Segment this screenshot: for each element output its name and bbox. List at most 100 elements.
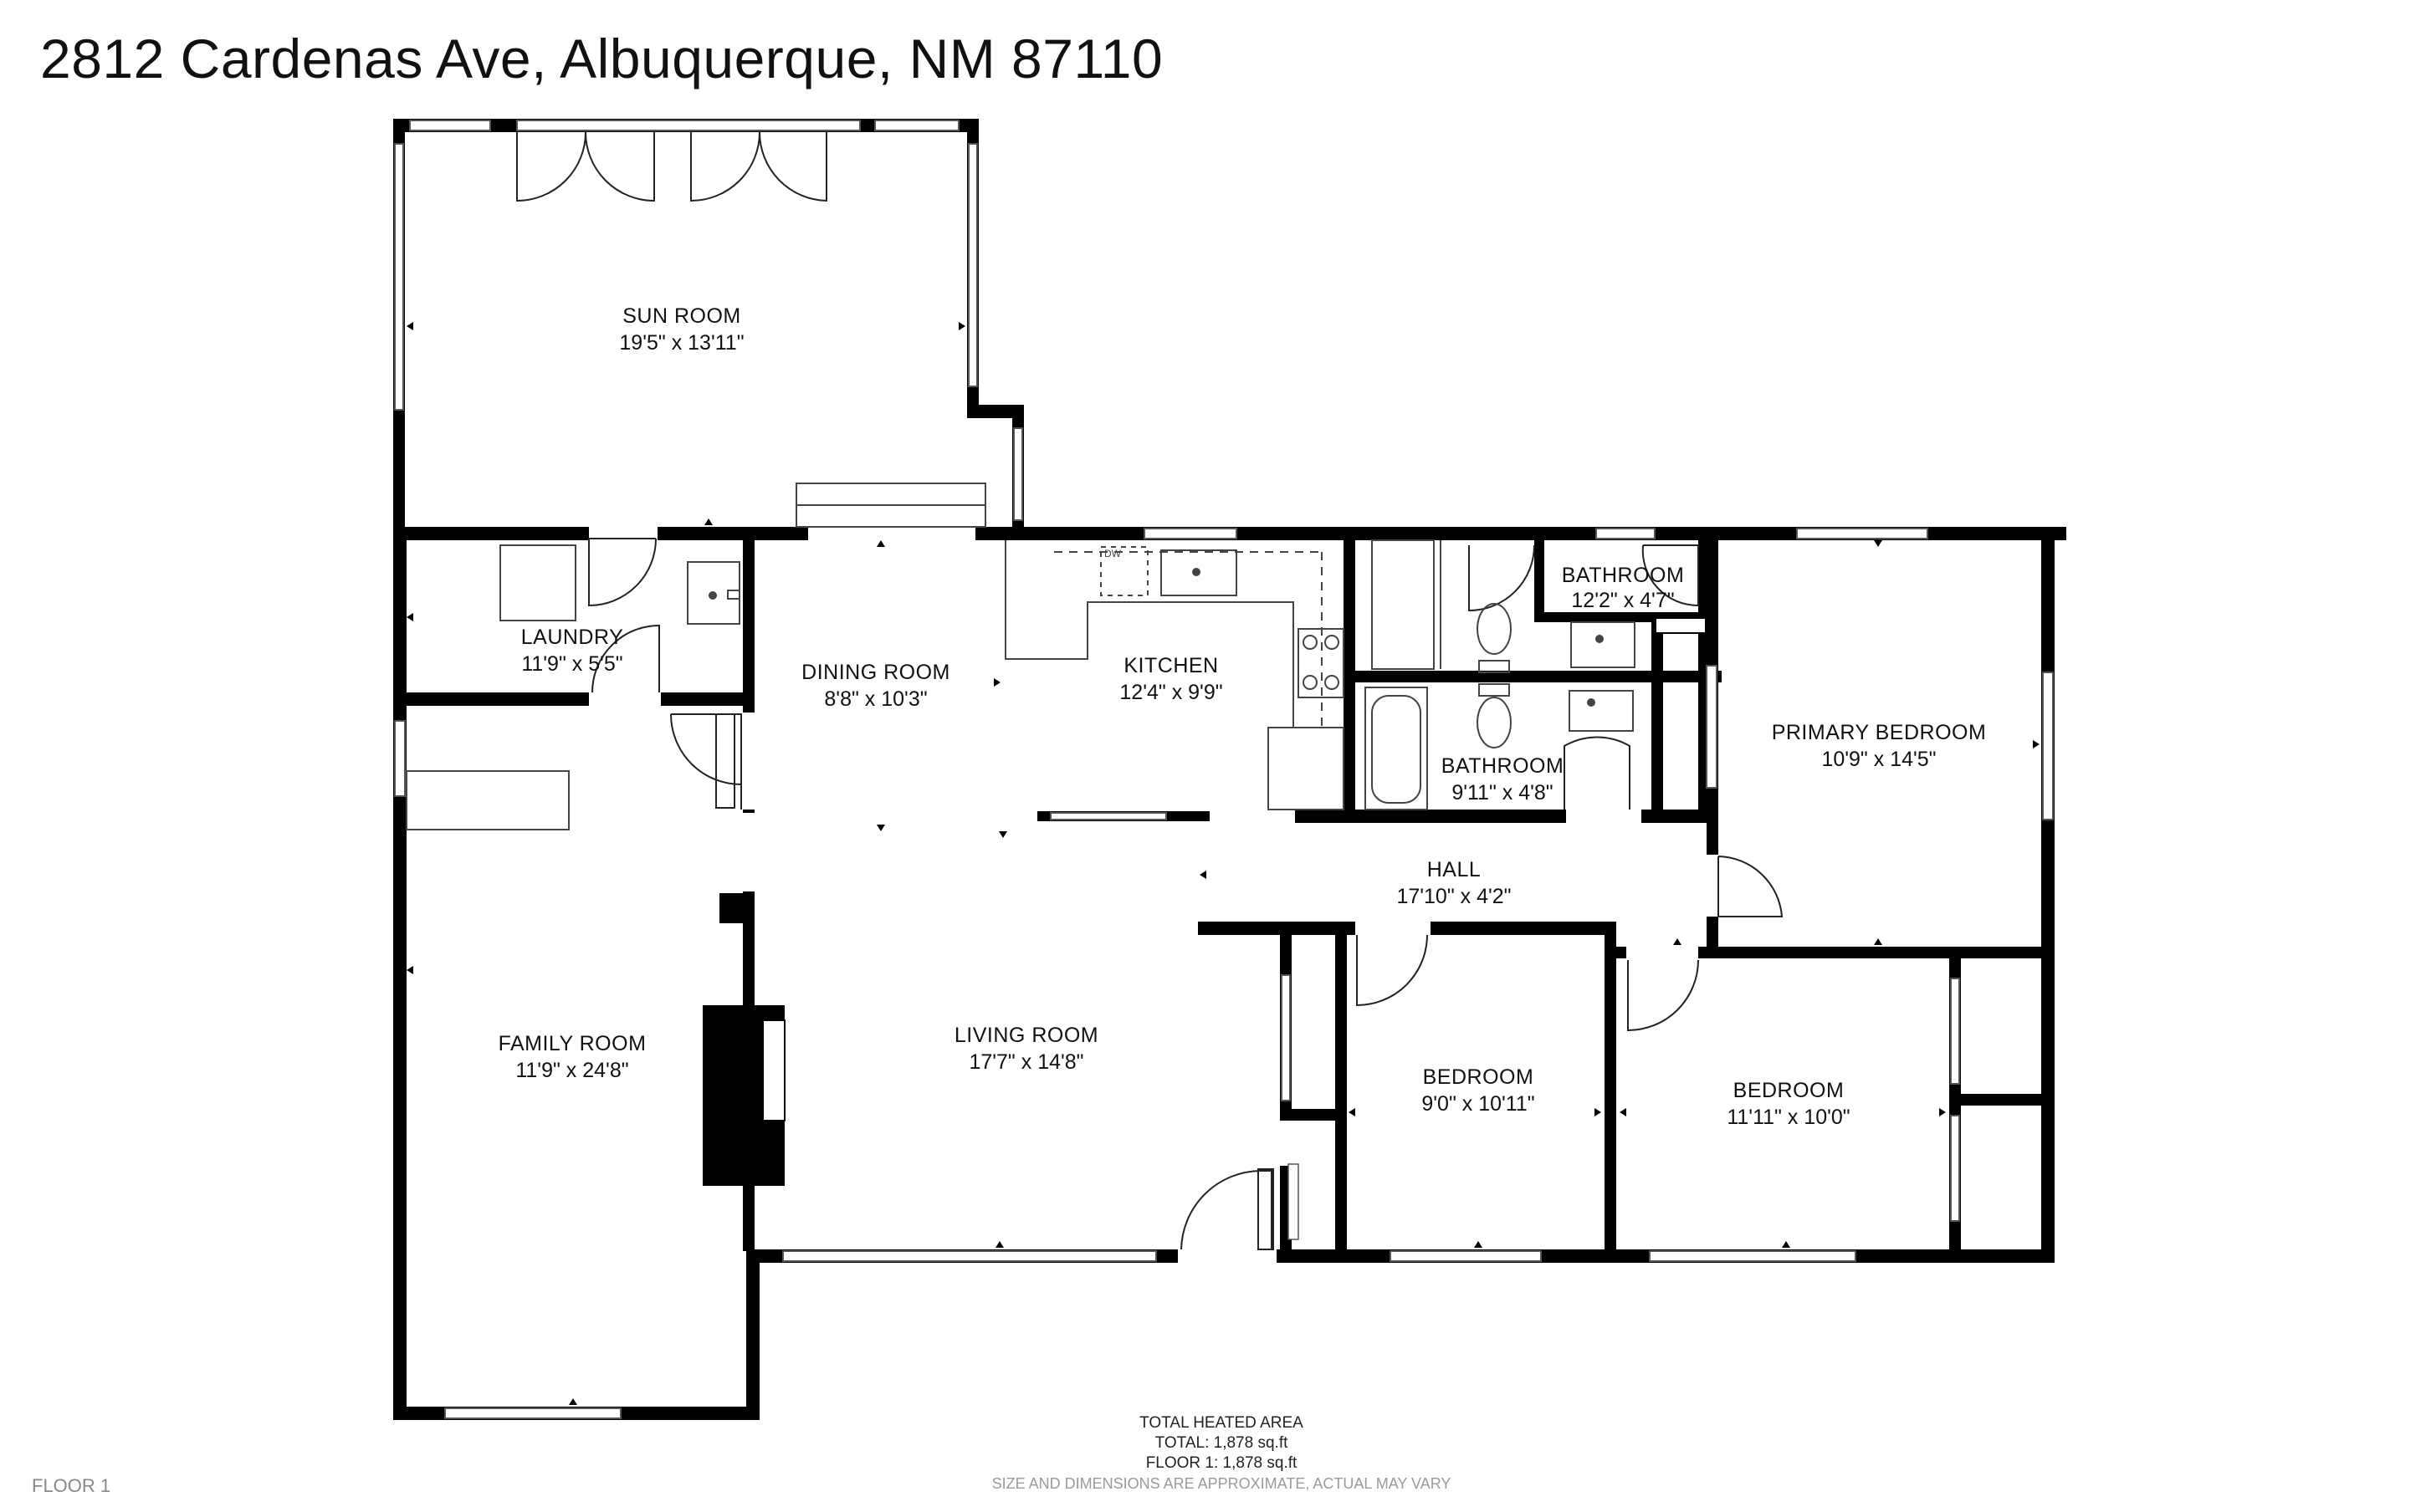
window <box>1050 812 1167 820</box>
wall <box>719 893 743 923</box>
door-opening <box>1482 621 1524 637</box>
window <box>444 1407 622 1419</box>
door-swing <box>690 131 760 202</box>
toilet-bowl <box>1477 603 1512 655</box>
door-swing <box>588 538 657 607</box>
bathtub <box>1364 687 1428 810</box>
window <box>874 120 960 131</box>
washer <box>499 544 576 621</box>
wall <box>1335 922 1347 1263</box>
marker <box>1782 1241 1790 1248</box>
wall <box>2041 527 2055 1263</box>
marker <box>1594 1108 1601 1116</box>
vanity-sink <box>1569 690 1634 732</box>
room-dim-sun-room: 19'5" x 13'11" <box>619 331 744 355</box>
window <box>1595 528 1656 539</box>
marker <box>1349 1108 1355 1116</box>
marker <box>1939 1108 1946 1116</box>
window <box>516 120 861 131</box>
burner <box>1303 635 1318 650</box>
sink-drain <box>709 591 717 600</box>
dishwasher-label: DW <box>1104 548 1122 559</box>
built-in-cabinet <box>406 770 570 830</box>
vanity-sink <box>1570 621 1635 668</box>
window <box>1144 528 1237 539</box>
area-title: TOTAL HEATED AREA <box>1139 1414 1303 1432</box>
burner <box>1303 675 1318 690</box>
wall <box>967 405 1024 418</box>
room-dim-bathroom-1: 12'2" x 4'7" <box>1571 589 1674 612</box>
wall <box>1707 947 2055 958</box>
wall <box>1280 1109 1347 1121</box>
window <box>394 720 406 797</box>
door-swing <box>516 131 586 202</box>
disclaimer: SIZE AND DIMENSIONS ARE APPROXIMATE, ACT… <box>991 1475 1451 1492</box>
door-swing <box>670 713 742 810</box>
area-summary: TOTAL HEATED AREA TOTAL: 1,878 sq.ft FLO… <box>1054 1413 1389 1474</box>
window <box>968 143 978 387</box>
wall <box>1534 527 1544 619</box>
room-name-hall: HALL <box>1427 858 1482 881</box>
dishwasher <box>1100 546 1149 596</box>
door-opening <box>1566 808 1641 825</box>
marker <box>999 831 1007 838</box>
room-name-family-room: FAMILY ROOM <box>499 1032 647 1055</box>
marker <box>569 1398 577 1405</box>
door-opening <box>1355 920 1431 937</box>
room-dim-family-room: 11'9" x 24'8" <box>515 1059 628 1082</box>
shower <box>1371 539 1435 670</box>
page-title: 2812 Cardenas Ave, Albuquerque, NM 87110 <box>40 28 1164 89</box>
room-name-laundry: LAUNDRY <box>521 626 624 649</box>
window <box>1796 528 1928 539</box>
window <box>1287 1163 1299 1240</box>
marker <box>1200 871 1206 879</box>
marker <box>1874 938 1882 945</box>
doors <box>516 131 1784 1250</box>
door-opening <box>1178 1248 1277 1264</box>
refrigerator <box>1267 727 1344 810</box>
door-swing <box>1717 856 1784 917</box>
marker <box>877 825 885 831</box>
door-swing <box>1356 934 1428 1007</box>
window <box>1950 1115 1960 1222</box>
door-opening <box>741 713 756 810</box>
window <box>1649 1250 1856 1262</box>
window <box>394 143 404 411</box>
floor-label: FLOOR 1 <box>32 1475 111 1496</box>
marker <box>996 1241 1004 1248</box>
room-dim-primary-bedroom: 10'9" x 14'5" <box>1821 748 1936 771</box>
faucet <box>727 590 740 600</box>
door-swing <box>1564 736 1630 810</box>
wall <box>1605 947 1616 1263</box>
marker <box>407 613 413 621</box>
burner <box>1324 635 1339 650</box>
kitchen-counter <box>1005 540 1294 728</box>
door-leaf <box>1257 1168 1274 1250</box>
door-swing <box>1468 544 1535 612</box>
kitchen-sink-drain <box>1192 568 1200 576</box>
door-swing <box>1627 959 1699 1032</box>
room-name-bedroom-1: BEDROOM <box>1423 1065 1534 1089</box>
room-dim-bedroom-1: 9'0" x 10'11" <box>1421 1092 1534 1116</box>
door-opening <box>1656 619 1705 632</box>
room-name-dining-room: DINING ROOM <box>801 661 950 684</box>
toilet-bowl <box>1477 697 1512 748</box>
wall <box>1949 1094 2055 1106</box>
marker <box>407 322 413 330</box>
room-dim-dining-room: 8'8" x 10'3" <box>824 687 927 711</box>
room-labels: SUN ROOM 19'5" x 13'11" LAUNDRY 11'9" x … <box>499 304 1986 1129</box>
wall <box>746 1249 760 1420</box>
wall <box>1707 915 1718 957</box>
area-floor-1: FLOOR 1: 1,878 sq.ft <box>1145 1454 1298 1472</box>
room-name-bathroom-2: BATHROOM <box>1441 754 1564 778</box>
room-dim-laundry: 11'9" x 5'5" <box>521 652 622 676</box>
door-openings <box>589 525 1720 1264</box>
marker <box>1673 938 1681 945</box>
marker <box>877 540 885 547</box>
wall <box>393 527 407 1420</box>
windows <box>394 120 2054 1419</box>
door-swing <box>591 624 660 693</box>
window <box>1281 974 1291 1101</box>
window <box>782 1250 1157 1262</box>
